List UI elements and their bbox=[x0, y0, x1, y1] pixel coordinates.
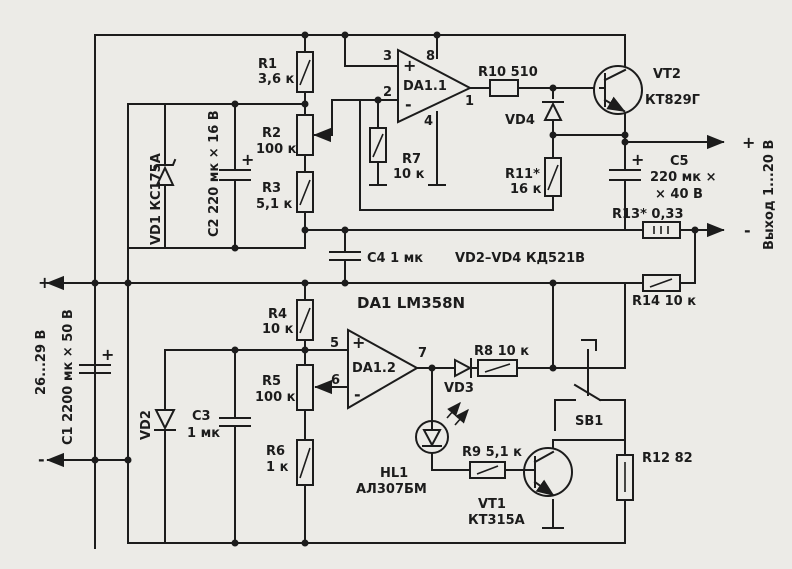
vd-types-label: VD2–VD4 КД521В bbox=[455, 251, 585, 266]
c5-plus: + bbox=[631, 150, 644, 169]
vd3-diode bbox=[454, 358, 473, 378]
hl1-type: АЛ307БМ bbox=[356, 482, 427, 497]
c3-value: 1 мк bbox=[187, 426, 220, 441]
r2-value: 100 к bbox=[256, 142, 297, 157]
vd4-diode bbox=[542, 101, 564, 121]
r10-resistor bbox=[489, 79, 519, 97]
da1-1-plus: + bbox=[403, 56, 416, 75]
c5-value-1: 220 мк × bbox=[650, 170, 717, 185]
pin-1: 1 bbox=[465, 94, 474, 109]
c5-value-2: × 40 В bbox=[655, 187, 703, 202]
c5-capacitor bbox=[609, 169, 641, 181]
r13-label: R13* 0,33 bbox=[612, 207, 684, 222]
pin-2: 2 bbox=[383, 85, 392, 100]
pin-6: 6 bbox=[331, 373, 340, 388]
c4-label: C4 1 мк bbox=[367, 251, 423, 266]
r3-name: R3 bbox=[262, 181, 281, 196]
da1-1-minus: - bbox=[405, 95, 412, 114]
c2-label: C2 220 мк × 16 В bbox=[207, 110, 222, 237]
r6-value: 1 к bbox=[266, 460, 289, 475]
r2-name: R2 bbox=[262, 126, 281, 141]
vt1-type: КТ315А bbox=[468, 513, 525, 528]
vd2-label: VD2 bbox=[139, 410, 154, 440]
r11-name: R11* bbox=[505, 167, 540, 182]
da1-1-opamp bbox=[397, 48, 473, 124]
r6-name: R6 bbox=[266, 444, 285, 459]
c4-capacitor bbox=[329, 251, 361, 261]
r14-label: R14 10 к bbox=[632, 294, 696, 309]
vt2-type: КТ829Г bbox=[645, 93, 700, 108]
c3-capacitor bbox=[219, 417, 251, 427]
hl1-name: HL1 bbox=[380, 466, 408, 481]
da1-label: DA1 LM358N bbox=[357, 294, 465, 312]
r12-label: R12 82 bbox=[642, 451, 693, 466]
vt1-transistor bbox=[523, 447, 573, 497]
vd1-zener-diode bbox=[153, 158, 177, 186]
da1-2-label: DA1.2 bbox=[352, 361, 396, 376]
r4-name: R4 bbox=[268, 307, 287, 322]
pin-4: 4 bbox=[424, 114, 433, 129]
r11-value: 16 к bbox=[510, 182, 542, 197]
c2-plus: + bbox=[241, 150, 254, 169]
r7-name: R7 bbox=[402, 152, 421, 167]
input-minus: - bbox=[38, 450, 45, 469]
vt2-transistor bbox=[593, 65, 643, 115]
vd2-diode bbox=[154, 409, 176, 431]
vt1-name: VT1 bbox=[478, 497, 506, 512]
c5-name: C5 bbox=[670, 154, 689, 169]
r1-name: R1 bbox=[258, 57, 277, 72]
vd4-label: VD4 bbox=[505, 113, 535, 128]
sb1-label: SB1 bbox=[575, 414, 603, 429]
hl1-led bbox=[415, 401, 469, 454]
r1-value: 3,6 к bbox=[258, 72, 295, 87]
r7-value: 10 к bbox=[393, 167, 425, 182]
wires bbox=[47, 34, 725, 549]
da1-2-plus: + bbox=[352, 333, 365, 352]
c1-label: C1 2200 мк × 50 В bbox=[61, 309, 76, 445]
junctions bbox=[91, 31, 699, 547]
r5-name: R5 bbox=[262, 374, 281, 389]
r4-value: 10 к bbox=[262, 322, 294, 337]
output-label: Выход 1...20 В bbox=[762, 140, 777, 250]
vd3-label: VD3 bbox=[444, 381, 474, 396]
da1-2-opamp bbox=[347, 328, 420, 410]
r8-label: R8 10 к bbox=[474, 344, 529, 359]
vd1-label: VD1 КС175А bbox=[149, 153, 164, 245]
pin-7: 7 bbox=[418, 346, 427, 361]
output-minus: - bbox=[744, 221, 751, 240]
pin-3: 3 bbox=[383, 49, 392, 64]
c3-name: C3 bbox=[192, 409, 211, 424]
c1-plus: + bbox=[101, 345, 114, 364]
r2-resistor bbox=[296, 114, 314, 156]
da1-1-label: DA1.1 bbox=[403, 79, 447, 94]
pin-5: 5 bbox=[330, 336, 339, 351]
da1-2-minus: - bbox=[354, 385, 361, 404]
r10-label: R10 510 bbox=[478, 65, 538, 80]
output-plus: + bbox=[742, 133, 755, 152]
r3-value: 5,1 к bbox=[256, 197, 293, 212]
pin-8: 8 bbox=[426, 49, 435, 64]
r5-resistor bbox=[296, 364, 314, 411]
sb1-button bbox=[569, 339, 602, 402]
input-label: 26...29 В bbox=[34, 330, 49, 395]
c1-capacitor bbox=[79, 364, 111, 374]
r9-label: R9 5,1 к bbox=[462, 445, 522, 460]
r5-value: 100 к bbox=[255, 390, 296, 405]
vt2-name: VT2 bbox=[653, 67, 681, 82]
c2-capacitor bbox=[219, 169, 251, 181]
